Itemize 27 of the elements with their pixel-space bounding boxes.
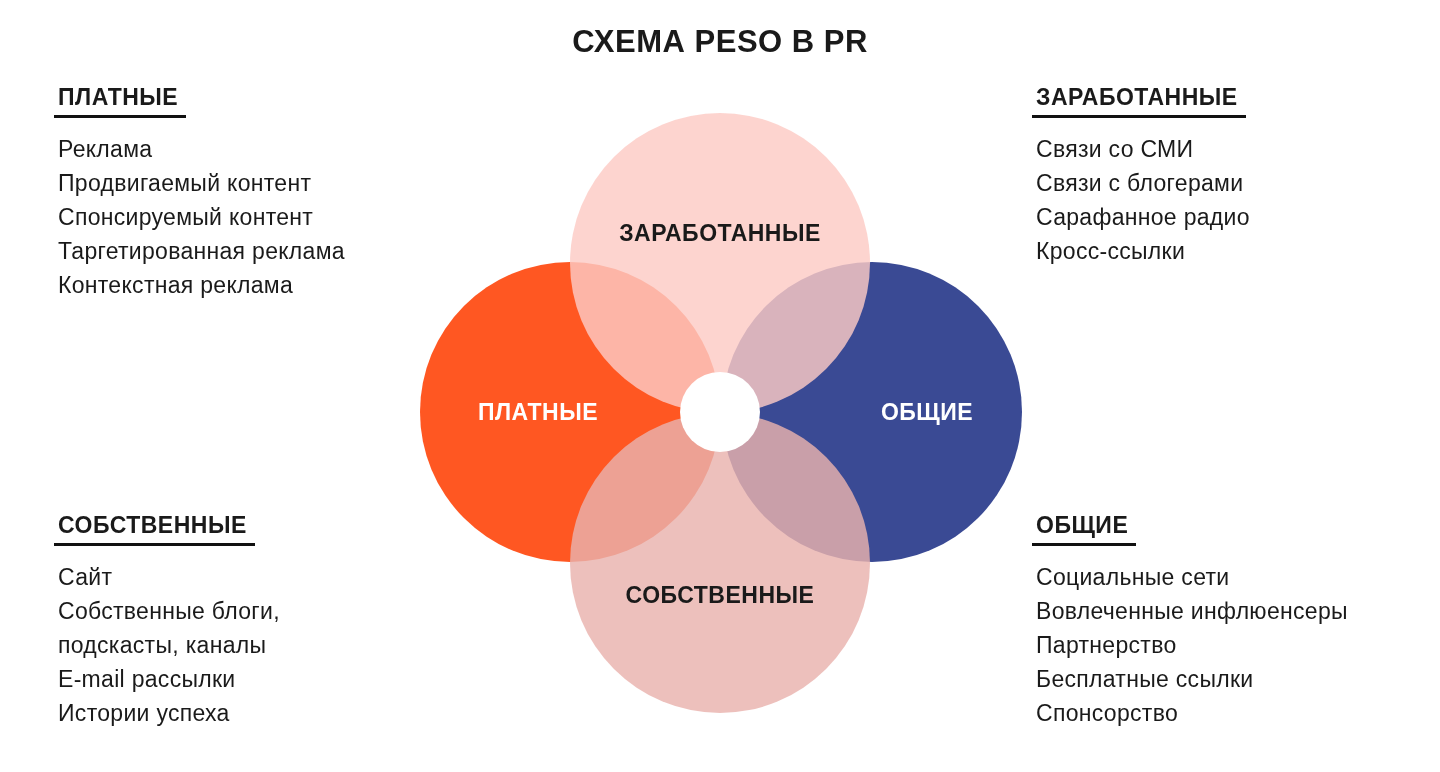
list-item: Связи со СМИ bbox=[1035, 135, 1195, 164]
list-item: Таргетированная реклама bbox=[57, 237, 346, 266]
list-item: Сарафанное радио bbox=[1035, 203, 1251, 232]
section-heading: ОБЩИЕ bbox=[1032, 512, 1137, 546]
list-item: Спонсируемый контент bbox=[57, 203, 315, 232]
circle-label: СОБСТВЕННЫЕ bbox=[625, 581, 815, 609]
list-item: Реклама bbox=[57, 135, 154, 164]
diagram-title: СХЕМА PESO В PR bbox=[571, 24, 869, 60]
section-heading: СОБСТВЕННЫЕ bbox=[54, 512, 255, 546]
list-item: Вовлеченные инфлюенсеры bbox=[1035, 597, 1349, 626]
list-item: Контекстная реклама bbox=[57, 271, 295, 300]
list-item: Сайт bbox=[57, 563, 114, 592]
list-item: Истории успеха bbox=[57, 699, 231, 728]
list-item: Спонсорство bbox=[1035, 699, 1179, 728]
circle-label: ПЛАТНЫЕ bbox=[477, 398, 599, 426]
list-item: Продвигаемый контент bbox=[57, 169, 313, 198]
list-item: Собственные блоги, подскасты, каналы bbox=[57, 597, 281, 660]
list-item: Партнерство bbox=[1035, 631, 1178, 660]
section-heading: ПЛАТНЫЕ bbox=[54, 84, 187, 118]
section-heading: ЗАРАБОТАННЫЕ bbox=[1032, 84, 1246, 118]
circle-label: ОБЩИЕ bbox=[880, 398, 974, 426]
list-item: Кросс-ссылки bbox=[1035, 237, 1187, 266]
list-item: E-mail рассылки bbox=[57, 665, 237, 694]
circle-label: ЗАРАБОТАННЫЕ bbox=[619, 219, 821, 247]
list-item: Связи с блогерами bbox=[1035, 169, 1245, 198]
list-item: Бесплатные ссылки bbox=[1035, 665, 1255, 694]
list-item: Социальные сети bbox=[1035, 563, 1231, 592]
